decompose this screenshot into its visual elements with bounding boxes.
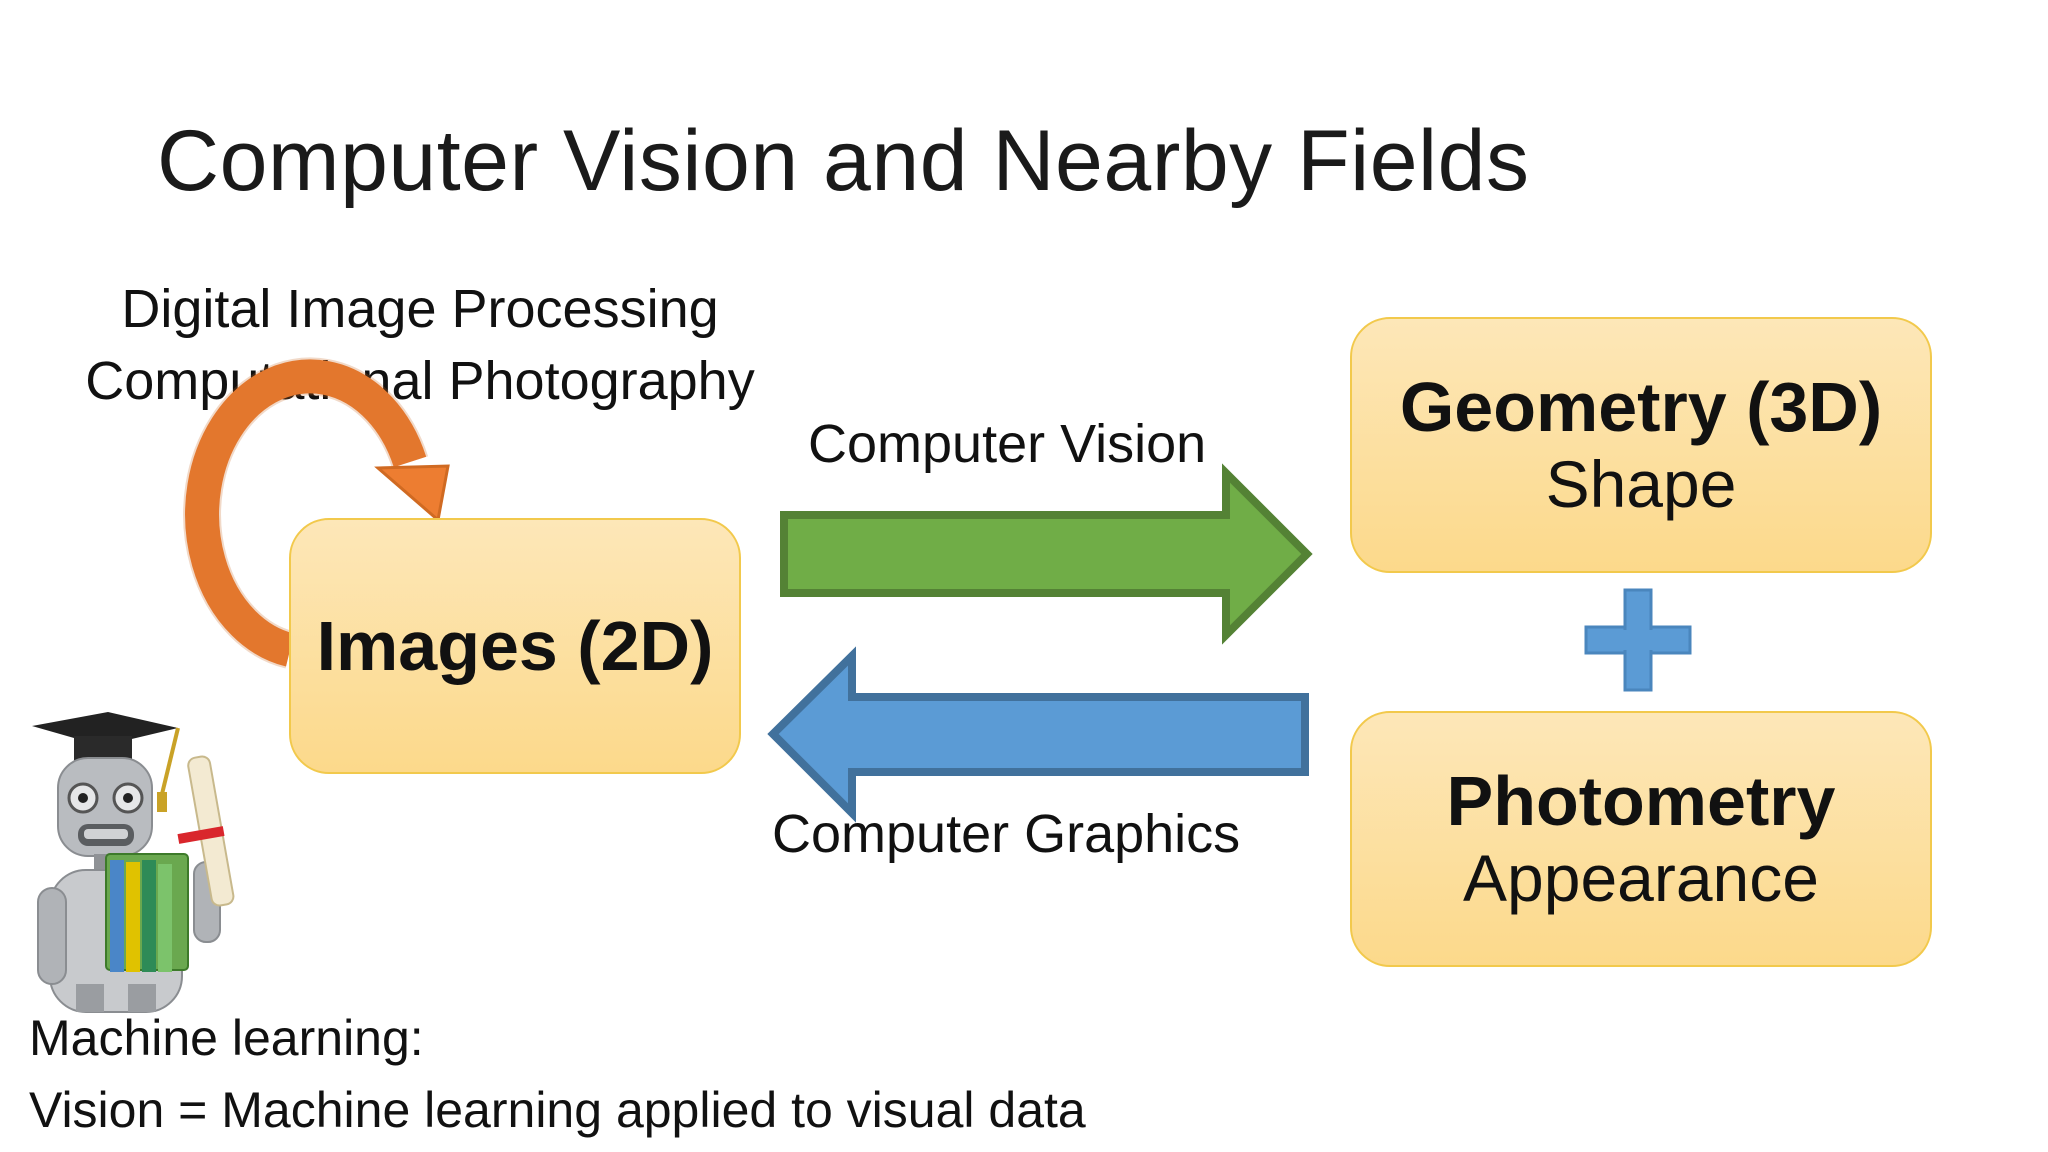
geometry-box-subtitle: Shape <box>1545 447 1737 522</box>
computational-photography-label: Computational Photography <box>85 351 755 412</box>
images-box-title: Images (2D) <box>316 606 714 685</box>
computer-vision-label: Computer Vision <box>808 414 1207 474</box>
photometry-box-subtitle: Appearance <box>1463 841 1819 916</box>
computer-graphics-label: Computer Graphics <box>772 804 1241 864</box>
machine-learning-heading: Machine learning: <box>29 1010 424 1066</box>
robot-graduate-icon <box>32 712 235 1013</box>
machine-learning-statement: Vision = Machine learning applied to vis… <box>29 1082 1086 1138</box>
geometry-box: Geometry (3D) Shape <box>1350 317 1932 573</box>
photometry-box-title: Photometry <box>1446 761 1836 840</box>
slide-title: Computer Vision and Nearby Fields <box>157 113 1530 209</box>
geometry-box-title: Geometry (3D) <box>1399 367 1883 446</box>
digital-image-processing-label: Digital Image Processing <box>121 279 719 339</box>
image-processing-labels: Digital Image Processing Computational P… <box>70 278 770 412</box>
plus-icon <box>1584 588 1692 692</box>
images-box: Images (2D) <box>289 518 741 774</box>
photometry-box: Photometry Appearance <box>1350 711 1932 967</box>
